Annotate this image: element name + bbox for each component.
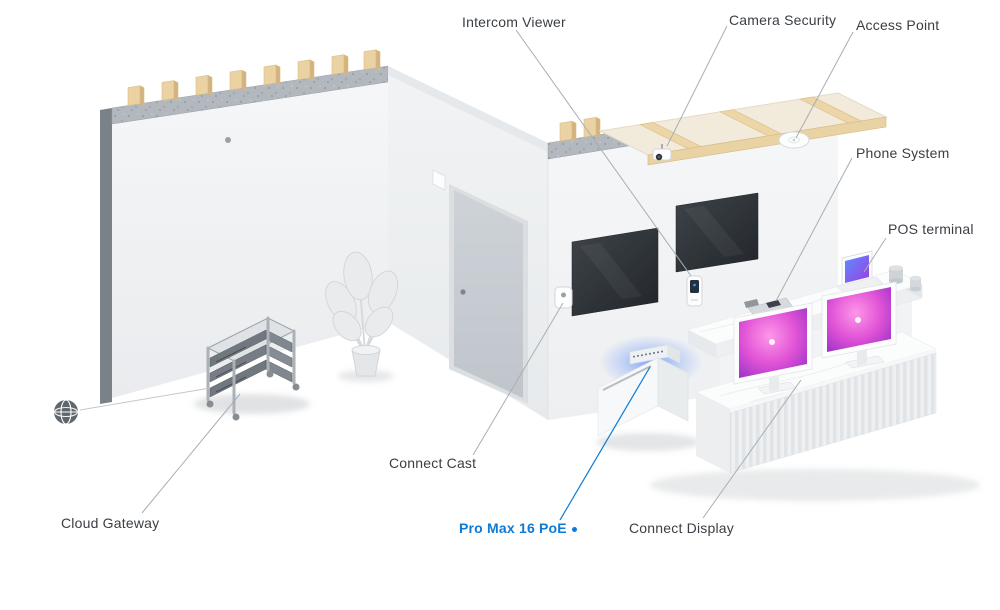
wall-studs (127, 49, 381, 107)
leader-access-point (795, 31, 854, 139)
smoke-detector (225, 137, 231, 143)
label-connect-cast: Connect Cast (389, 455, 477, 471)
counter-items (889, 265, 921, 292)
leader-intercom-viewer (515, 29, 692, 277)
light-switch (432, 169, 446, 191)
plant (325, 251, 399, 377)
leader-pos-terminal (863, 237, 887, 273)
tv-screen-left (571, 227, 659, 317)
desk-fluted-panel (729, 352, 937, 474)
security-camera-device (652, 144, 672, 161)
display-monitor-left (733, 302, 813, 395)
label-access-point: Access Point (856, 17, 940, 33)
leader-phone-system (775, 157, 853, 302)
leader-pro-max (559, 366, 651, 521)
door-wall (388, 66, 548, 420)
equipment-cabinet (597, 357, 689, 437)
left-wall (100, 49, 389, 404)
tv-screen-right (675, 192, 759, 273)
leader-cloud-gateway (141, 393, 241, 514)
access-point-device (778, 131, 810, 149)
ceiling-joists (598, 92, 888, 166)
pro-max-label-text: Pro Max 16 PoE (459, 520, 567, 536)
pos-terminal-device (836, 250, 884, 294)
leader-connect-cast (472, 302, 564, 456)
reception-desk (687, 250, 937, 474)
cloud-gateway-rack (206, 316, 300, 421)
globe-icon (53, 399, 79, 425)
label-pos-terminal: POS terminal (888, 221, 974, 237)
label-phone-system: Phone System (856, 145, 950, 161)
door-handle (460, 289, 466, 295)
label-pro-max-16-poe: Pro Max 16 PoE (459, 520, 577, 537)
connect-cast-device (554, 286, 573, 309)
leader-camera-security (666, 25, 728, 147)
label-cloud-gateway: Cloud Gateway (61, 515, 160, 531)
label-connect-display: Connect Display (629, 520, 734, 536)
pro-max-indicator-dot (571, 526, 577, 532)
label-intercom-viewer: Intercom Viewer (462, 14, 566, 30)
leader-internet (79, 387, 211, 411)
label-camera-security: Camera Security (729, 12, 837, 28)
phone-device (744, 297, 794, 318)
display-monitor-right (821, 281, 897, 369)
leader-connect-display (702, 379, 802, 519)
intercom-viewer-device (686, 275, 703, 307)
door (454, 190, 523, 398)
leader-lines (79, 25, 887, 521)
